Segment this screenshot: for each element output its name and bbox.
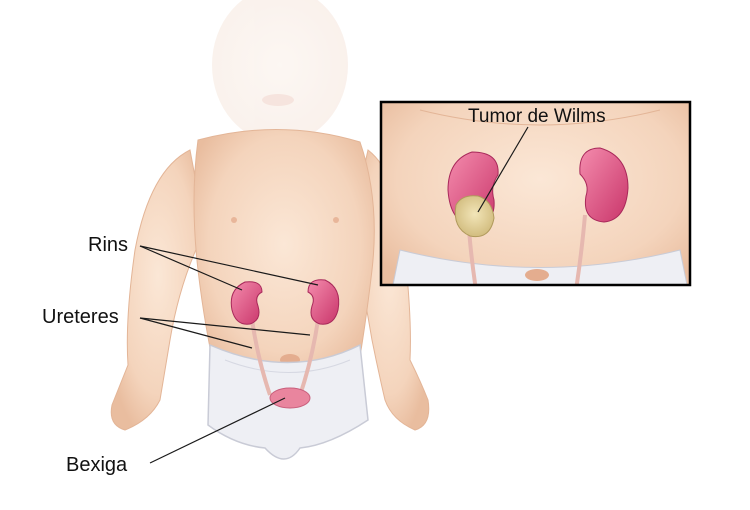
ureters: [250, 319, 320, 396]
child-torso: [193, 128, 375, 386]
bladder: [269, 387, 311, 409]
label-bladder: Bexiga: [66, 454, 128, 476]
label-kidneys: Rins: [88, 234, 129, 256]
inset-panel: [379, 100, 692, 287]
label-ureters: Ureteres: [42, 306, 119, 328]
kidneys-main: [230, 279, 340, 325]
tumor-mass: [454, 195, 495, 238]
label-wilms-tumor: Tumor de Wilms: [468, 106, 606, 127]
inset-border: [379, 100, 692, 287]
leader-lines: [139, 245, 319, 464]
